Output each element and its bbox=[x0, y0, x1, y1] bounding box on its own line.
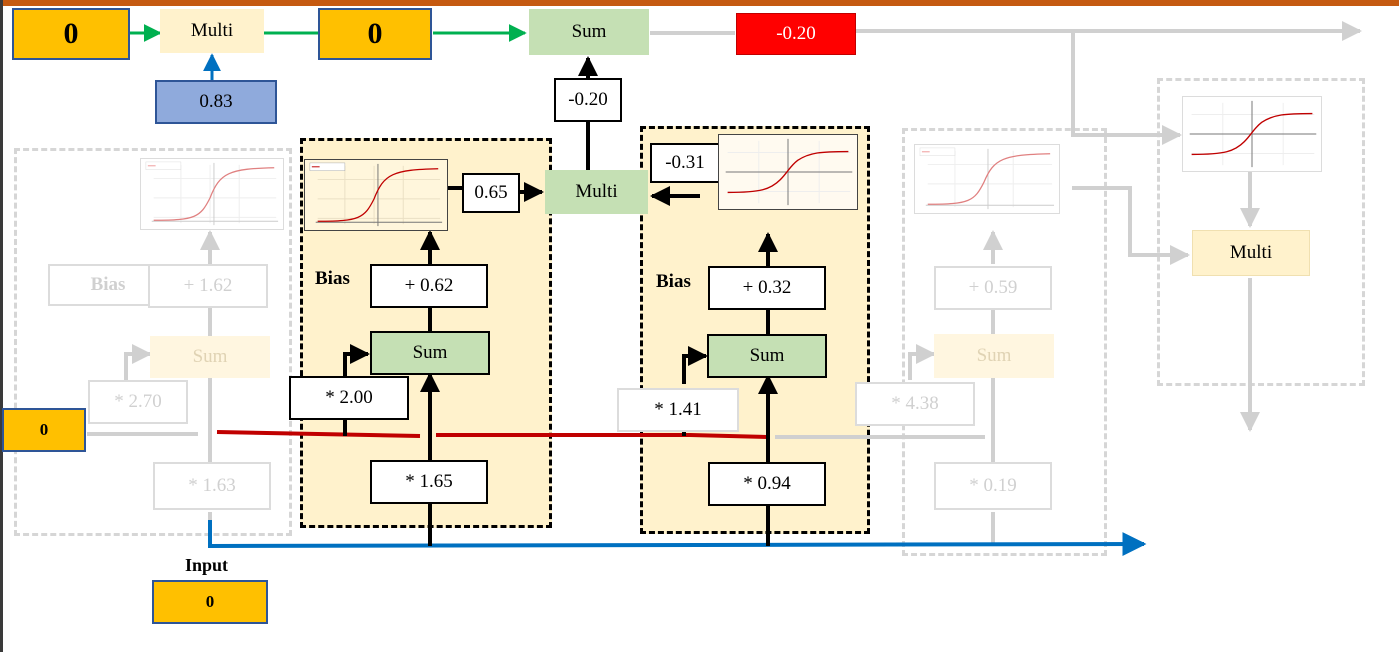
input-value: 0 bbox=[152, 580, 268, 624]
tanh-graph-icon bbox=[725, 138, 853, 206]
output-tanh-plot bbox=[1182, 96, 1322, 172]
candidate-multi-output: -0.20 bbox=[554, 78, 622, 122]
candidate-bias-value: + 0.32 bbox=[708, 266, 826, 310]
output-bias-value: + 0.59 bbox=[934, 266, 1052, 310]
candidate-tanh-output: -0.31 bbox=[650, 143, 720, 183]
output-sum-node: Sum bbox=[934, 334, 1054, 378]
long-term-product-value: 0 bbox=[318, 8, 432, 60]
input-gate-bias-value: + 0.62 bbox=[370, 264, 488, 308]
forget-input-weight: * 1.63 bbox=[153, 462, 271, 510]
output-sigmoid-plot bbox=[914, 144, 1060, 214]
sigmoid-graph-icon bbox=[919, 147, 1055, 210]
forget-sigmoid-plot bbox=[140, 158, 284, 230]
input-gate-sum-node: Sum bbox=[370, 331, 490, 375]
candidate-tanh-plot bbox=[718, 134, 858, 210]
candidate-input-weight: * 0.94 bbox=[708, 462, 826, 506]
input-gate-bias-label: Bias bbox=[315, 268, 350, 289]
sigmoid-graph-icon bbox=[145, 161, 279, 226]
output-multi-node: Multi bbox=[1192, 230, 1310, 276]
output-input-weight: * 0.19 bbox=[934, 462, 1052, 510]
sigmoid-graph-icon bbox=[309, 162, 443, 227]
candidate-multi-node: Multi bbox=[545, 170, 648, 214]
forget-gate-panel bbox=[14, 148, 292, 536]
forget-sum-node: Sum bbox=[150, 336, 270, 378]
input-gate-short-term-weight: * 2.00 bbox=[289, 376, 409, 420]
input-label: Input bbox=[185, 555, 229, 575]
tanh-graph-icon bbox=[1189, 100, 1317, 168]
input-sigmoid-plot bbox=[304, 159, 448, 231]
output-short-term-weight: * 4.38 bbox=[855, 382, 975, 426]
input-wire bbox=[208, 520, 1147, 557]
candidate-short-term-weight: * 1.41 bbox=[617, 388, 739, 432]
input-gate-sigmoid-output: 0.65 bbox=[462, 173, 520, 213]
left-edge-strip bbox=[0, 0, 3, 652]
forget-percent-value: 0.83 bbox=[155, 80, 277, 124]
long-term-multi-node: Multi bbox=[160, 9, 264, 53]
forget-short-term-weight: * 2.70 bbox=[88, 380, 188, 424]
output-gate-panel bbox=[902, 128, 1107, 556]
input-gate-input-weight: * 1.65 bbox=[370, 460, 488, 504]
title-bar-strip bbox=[0, 0, 1399, 6]
candidate-sum-node: Sum bbox=[707, 334, 827, 378]
long-term-sum-node: Sum bbox=[529, 9, 649, 55]
candidate-bias-label: Bias bbox=[656, 271, 691, 292]
forget-bias-value: + 1.62 bbox=[148, 264, 268, 308]
short-term-memory-input: 0 bbox=[2, 408, 86, 452]
long-term-output-value: -0.20 bbox=[736, 13, 856, 55]
output-tanh-panel bbox=[1157, 78, 1365, 386]
long-term-memory-input: 0 bbox=[12, 8, 130, 60]
short-term-wire bbox=[216, 430, 769, 439]
